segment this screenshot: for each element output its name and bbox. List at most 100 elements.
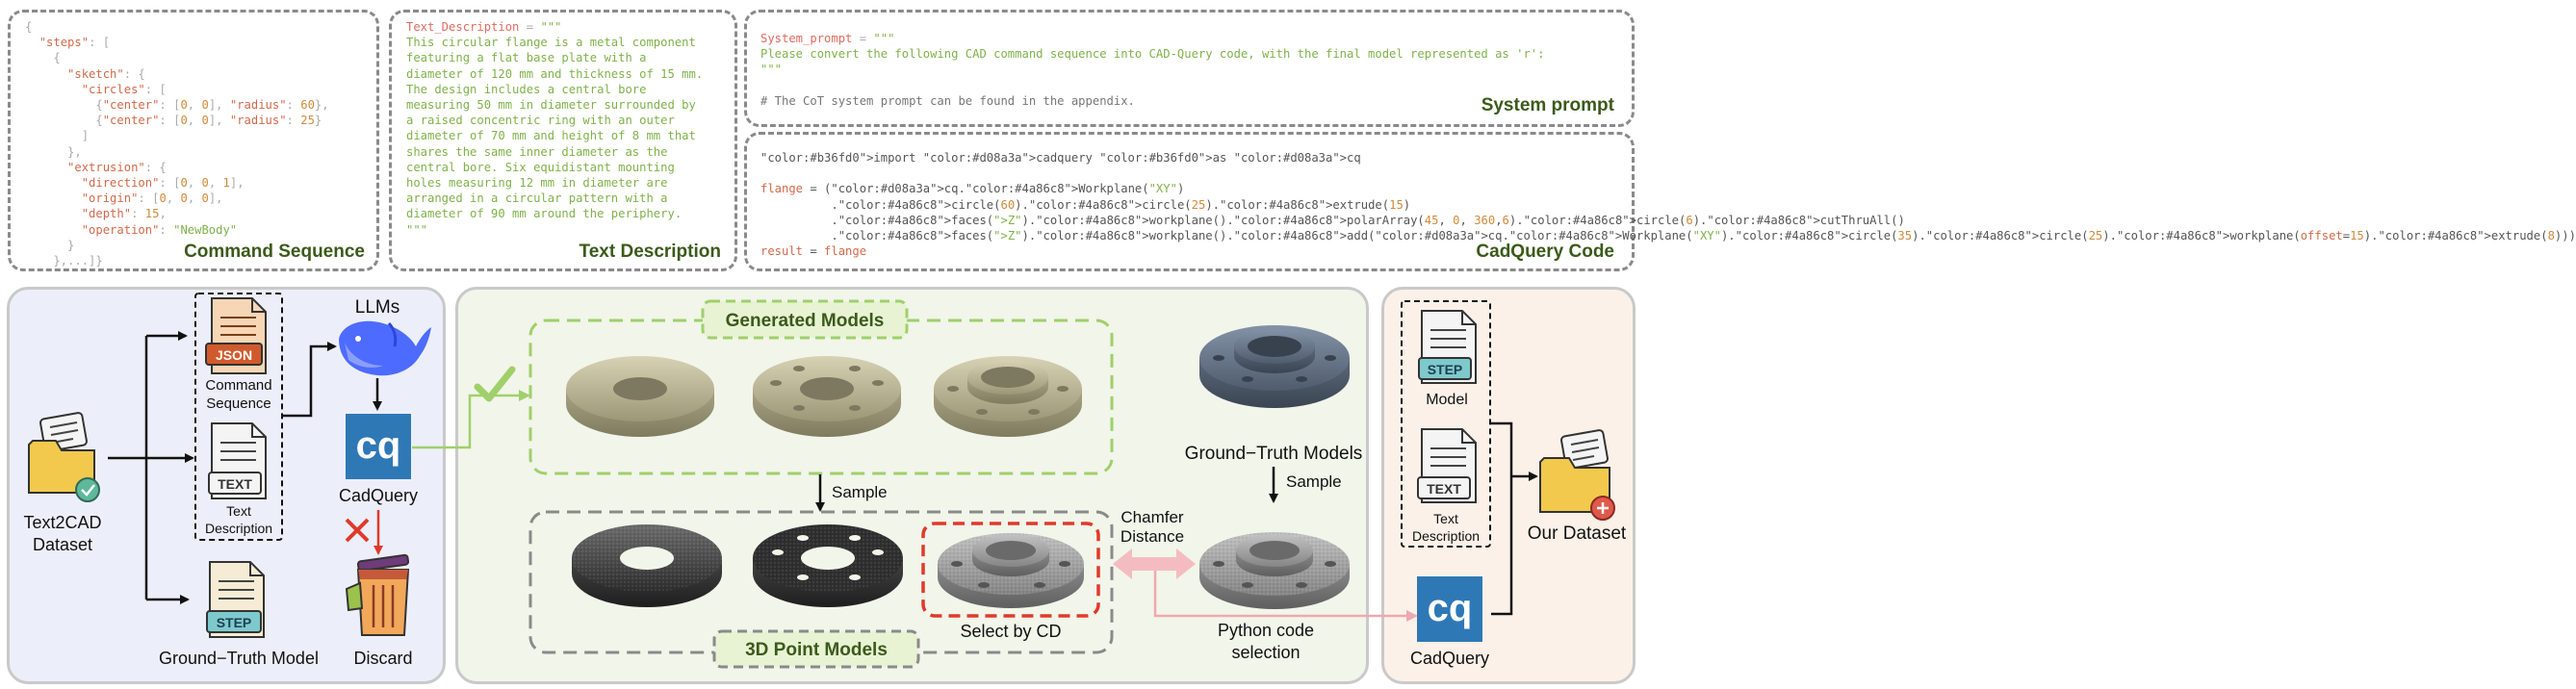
text-description-line: shares the same inner diameter as the [406, 144, 668, 159]
our-step-file-icon [1418, 310, 1477, 384]
our-text-label-1: Text [1433, 511, 1458, 526]
command-sequence-line: ] [25, 129, 90, 143]
cadquery-code-line: ."color:#4a86c8">faces(">Z")."color:#4a8… [760, 229, 2576, 243]
dataset-label-2: Dataset [33, 535, 92, 554]
json-file-icon [205, 297, 267, 374]
command-sequence-line: "sketch": { [67, 66, 145, 81]
llms-label: LLMs [355, 297, 399, 318]
text-description-line: diameter of 120 mm and thickness of 15 m… [406, 66, 704, 81]
chamfer-label-1: Chamfer [1121, 508, 1184, 526]
text-description-title: Text Description [579, 242, 721, 262]
text-description-line: featuring a flat base plate with a [406, 51, 647, 65]
command-sequence-line: "circles": [ [81, 82, 167, 96]
chamfer-label-2: Distance [1121, 527, 1184, 546]
input-group-box [194, 293, 283, 541]
generated-model-1 [566, 356, 714, 437]
our-cadquery-logo [1417, 576, 1482, 642]
text-description-code: Text_Description = """This circular flan… [406, 19, 703, 238]
dataset-folder-icon [28, 412, 100, 502]
cadquery-label: CadQuery [339, 486, 418, 505]
system-prompt-line: Please convert the following CAD command… [760, 47, 1545, 62]
our-dataset-folder-icon [1539, 429, 1615, 521]
our-cadquery-logo-text: cq [1428, 587, 1473, 629]
system-prompt-line: """ [760, 63, 783, 77]
text-description-line: arranged in a circular pattern with a [406, 191, 668, 206]
cadquery-code-line: "color:#b36fd0">import "color:#d08a3a">c… [760, 151, 1361, 165]
point-models-label: 3D Point Models [745, 640, 888, 660]
text-description-box: Text_Description = """This circular flan… [389, 10, 737, 271]
cadquery-code-line: result = flange [760, 244, 867, 259]
cadquery-logo [346, 414, 411, 479]
our-text-label-2: Description [1412, 528, 1480, 544]
text-badge: TEXT [218, 476, 252, 492]
selected-model-box [921, 522, 1100, 618]
text-description-line: measuring 50 mm in diameter surrounded b… [406, 98, 696, 113]
cadquery-code-box: "color:#b36fd0">import "color:#d08a3a">c… [744, 132, 2576, 271]
text-description-line: a raised concentric ring with an outer [406, 114, 675, 128]
step-badge: STEP [217, 615, 252, 630]
text-file-icon [208, 422, 267, 499]
generated-model-3 [934, 356, 1082, 437]
trash-can-icon [345, 553, 410, 636]
sample-label-1: Sample [832, 483, 888, 501]
our-inputs-group-box [1401, 300, 1491, 548]
discard-label: Discard [353, 649, 412, 668]
text-description-label-2: Description [205, 521, 272, 536]
text-description-line: holes measuring 12 mm in diameter are [406, 176, 668, 191]
our-cadquery-label: CadQuery [1410, 649, 1489, 668]
text-description-line: The design includes a central bore [406, 82, 647, 96]
text-description-line: """ [406, 222, 428, 237]
llm-whale-icon [339, 320, 431, 376]
point-model-2 [753, 524, 903, 607]
command-sequence-line: {"center": [0, 0], "radius": 60}, [25, 98, 329, 113]
cadquery-logo-text: cq [356, 424, 401, 467]
ground-truth-point-model [1199, 532, 1350, 609]
our-step-badge: STEP [1428, 362, 1463, 377]
accept-check-icon [474, 366, 516, 402]
command-sequence-label-2: Sequence [206, 396, 271, 412]
gt-model-label: Ground−Truth Model [159, 649, 319, 668]
command-sequence-box: { "steps": [ { "sketch": { "circles": [ … [8, 10, 379, 271]
text-description-line: diameter of 70 mm and height of 8 mm tha… [406, 129, 696, 143]
text-description-line: diameter of 90 mm around the periphery. [406, 207, 683, 221]
command-sequence-code: { "steps": [ { "sketch": { "circles": [ … [25, 19, 329, 268]
our-dataset-label: Our Dataset [1528, 523, 1627, 544]
command-sequence-label-1: Command [205, 377, 271, 394]
system-prompt-box: System_prompt = """ Please convert the fo… [744, 10, 1635, 127]
text-description-label-1: Text [226, 503, 251, 519]
command-sequence-line: { [25, 51, 61, 65]
dataset-label-1: Text2CAD [23, 513, 101, 532]
system-prompt-line: System_prompt = """ [760, 32, 895, 45]
chamfer-distance-arrow [1113, 549, 1196, 579]
ground-truth-model [1199, 325, 1350, 408]
command-sequence-line: "depth": 15, [81, 207, 167, 221]
command-sequence-line: }, [25, 144, 82, 159]
python-selection-label-2: selection [1231, 643, 1300, 662]
command-sequence-line: "origin": [0, 0, 0], [81, 191, 223, 206]
command-sequence-line: "operation": "NewBody" [81, 222, 238, 237]
cadquery-code-title: CadQuery Code [1476, 242, 1614, 262]
reject-x-icon [345, 518, 370, 543]
our-text-file-icon [1417, 428, 1477, 503]
command-sequence-line: } [25, 238, 75, 252]
select-by-cd-label: Select by CD [960, 622, 1061, 641]
command-sequence-line: "direction": [0, 0, 1], [81, 176, 245, 191]
point-model-3-selected [938, 533, 1084, 608]
cadquery-code-line: flange = ("color:#d08a3a">cq."color:#4a8… [760, 182, 1185, 196]
point-model-1 [572, 524, 722, 607]
system-prompt-line: # The CoT system prompt can be found in … [760, 93, 1135, 108]
our-model-label: Model [1426, 392, 1468, 408]
text-description-line: Text_Description = """ [406, 20, 562, 34]
command-sequence-line: "steps": [ [39, 36, 111, 50]
system-prompt-title: System prompt [1481, 95, 1614, 115]
sample-label-2: Sample [1286, 472, 1342, 491]
generated-models-tag [701, 299, 909, 340]
system-prompt-code: System_prompt = """ Please convert the fo… [760, 31, 1544, 109]
cadquery-code-line: ."color:#4a86c8">faces(">Z")."color:#4a8… [760, 213, 1905, 227]
command-sequence-line: "extrusion": { [67, 160, 167, 174]
python-selection-label-1: Python code [1218, 621, 1314, 640]
gt-models-label: Ground−Truth Models [1185, 444, 1363, 464]
command-sequence-line: {"center": [0, 0], "radius": 25} [25, 114, 322, 128]
our-text-badge: TEXT [1427, 481, 1461, 497]
step-file-icon [206, 561, 265, 638]
